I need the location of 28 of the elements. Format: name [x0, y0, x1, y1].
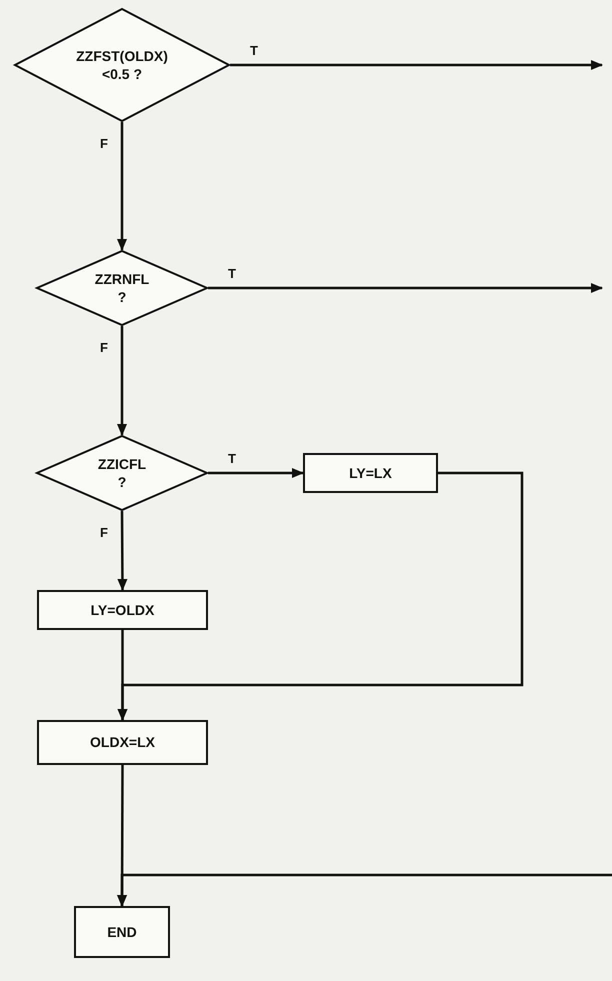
node-text: END: [107, 922, 137, 942]
arrow: [117, 874, 612, 907]
decision-diamond: [36, 250, 208, 326]
arrow: [118, 630, 128, 721]
arrow: [208, 283, 603, 293]
decision-diamond: [36, 435, 208, 511]
edge-label: T: [248, 43, 260, 58]
arrow: [208, 468, 304, 478]
process-box: [37, 590, 208, 630]
edge-label: F: [98, 340, 110, 355]
process-box: [303, 453, 438, 493]
edge-label: T: [226, 451, 238, 466]
node-text: LY=LX: [349, 464, 392, 482]
edge-label: T: [226, 266, 238, 281]
arrow: [117, 511, 128, 591]
arrow: [117, 326, 127, 436]
node-text: ZZRNFL ?: [94, 270, 150, 306]
process-box: [37, 720, 208, 765]
arrow: [117, 122, 127, 251]
node-text: ZZFST(OLDX) <0.5 ?: [75, 46, 169, 84]
node-text: LY=OLDX: [90, 600, 154, 620]
node-text: ZZICFL ?: [96, 454, 148, 492]
decision-diamond: [14, 8, 230, 122]
edge-label: F: [98, 136, 110, 151]
edge-label: F: [98, 525, 110, 540]
process-box: [74, 906, 170, 958]
arrow: [230, 60, 603, 70]
node-text: OLDX=LX: [90, 733, 155, 752]
